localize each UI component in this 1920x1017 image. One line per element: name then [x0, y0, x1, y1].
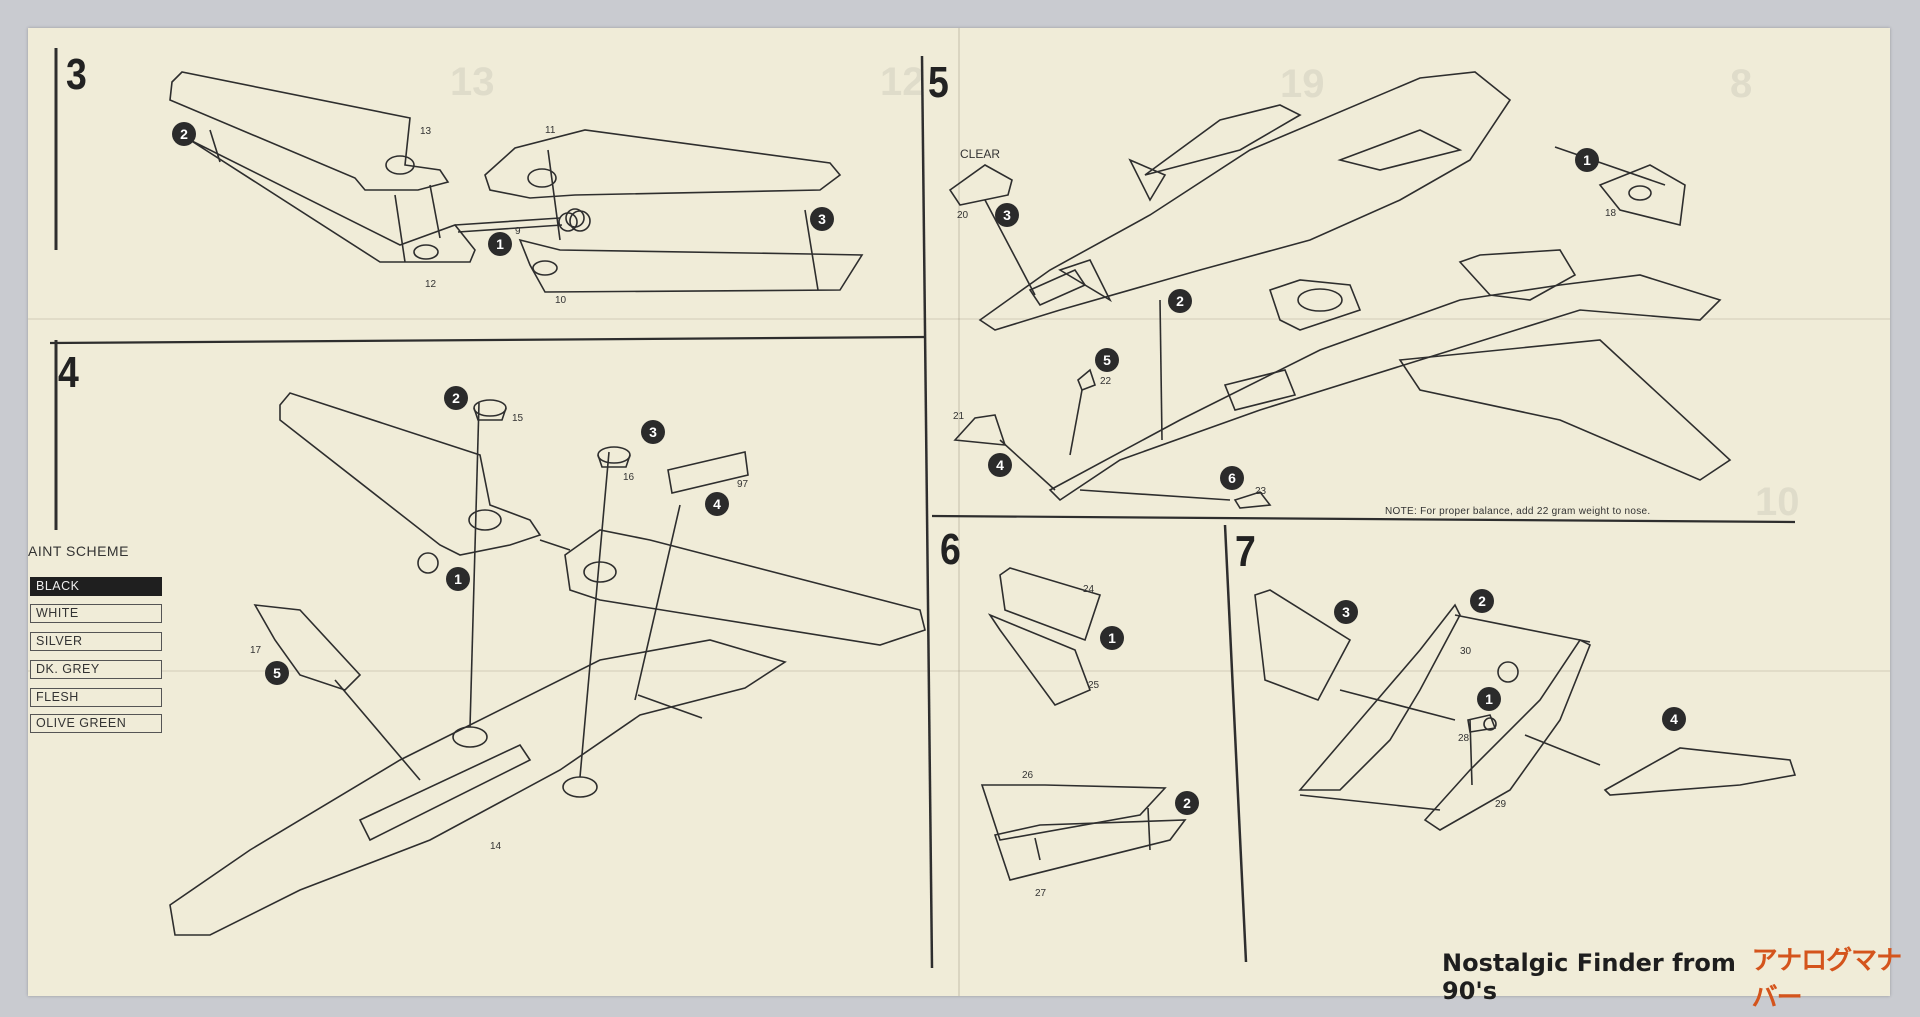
part-number: 14: [490, 841, 502, 852]
part-number: 25: [1088, 680, 1100, 691]
part-number: 13: [420, 126, 432, 137]
paint-color-dk-grey: DK. GREY: [30, 660, 162, 679]
step4-wings: [279, 392, 926, 646]
part-number: 18: [1605, 208, 1617, 219]
instruction-sheet: [28, 28, 1890, 996]
callout-bullet: 4: [705, 492, 729, 516]
clear-label: CLEAR: [960, 147, 1001, 161]
step7-parts: [1254, 589, 1797, 831]
part-number: 30: [1460, 646, 1472, 657]
fold-line: [28, 318, 1890, 320]
callout-bullet: 2: [172, 122, 196, 146]
fold-line: [28, 670, 1890, 672]
step3-wing-left: [169, 71, 476, 263]
part-number: 24: [1083, 584, 1095, 595]
paint-color-black: BLACK: [30, 577, 162, 596]
part-number: 97: [737, 479, 749, 490]
paint-color-silver: SILVER: [30, 632, 162, 651]
callout-bullet: 3: [810, 207, 834, 231]
paint-color-white: WHITE: [30, 604, 162, 623]
part-number: 20: [957, 210, 969, 221]
step6-parts: [980, 567, 1187, 881]
balance-note: NOTE: For proper balance, add 22 gram we…: [1385, 506, 1651, 517]
callout-bullet: 3: [995, 203, 1019, 227]
ghost-number: 13: [450, 60, 495, 104]
callout-bullet: 1: [1575, 148, 1599, 172]
step4-fuselage: [169, 399, 787, 936]
ghost-number: 8: [1730, 62, 1753, 106]
ghost-number: 12: [880, 60, 925, 104]
part-number: 21: [953, 411, 965, 422]
callout-bullet: 2: [1470, 589, 1494, 613]
ghost-number: 19: [1280, 62, 1325, 106]
paint-color-flesh: FLESH: [30, 688, 162, 707]
step-number: 6: [940, 525, 961, 574]
part-number: 11: [545, 125, 556, 136]
callout-bullet: 1: [1477, 687, 1501, 711]
step-number: 5: [928, 58, 949, 107]
part-number: 22: [1100, 376, 1112, 387]
part-number: 23: [1255, 486, 1267, 497]
part-number: 27: [1035, 888, 1047, 899]
watermark-text: Nostalgic Finder from 90's: [1442, 949, 1736, 1005]
callout-bullet: 6: [1220, 466, 1244, 490]
fold-line: [958, 28, 960, 996]
step-number: 3: [66, 50, 87, 99]
paint-scheme-title: AINT SCHEME: [28, 543, 129, 559]
part-number: 28: [1458, 733, 1470, 744]
part-number: 16: [623, 472, 635, 483]
callout-bullet: 2: [1168, 289, 1192, 313]
callout-bullet: 2: [444, 386, 468, 410]
part-number: 9: [515, 226, 521, 237]
paint-color-olive-green: OLIVE GREEN: [30, 714, 162, 733]
part-number: 17: [250, 645, 262, 656]
callout-bullet: 1: [446, 567, 470, 591]
part-number: 10: [555, 295, 567, 306]
part-number: 26: [1022, 770, 1034, 781]
callout-bullet: 4: [1662, 707, 1686, 731]
watermark-logo: アナログマナバー: [1751, 946, 1902, 1013]
step3-wing-right: [454, 129, 864, 293]
callout-bullet: 1: [488, 232, 512, 256]
callout-bullet: 5: [1095, 348, 1119, 372]
callout-bullet: 4: [988, 453, 1012, 477]
ghost-number: 10: [1755, 480, 1800, 524]
step5-upper-fuselage: [978, 71, 1512, 331]
callout-bullet: 3: [1334, 600, 1358, 624]
watermark: Nostalgic Finder from 90's アナログマナバー: [1442, 946, 1920, 1013]
part-number: 12: [425, 279, 437, 290]
step-number: 4: [58, 348, 79, 397]
part-number: 15: [512, 413, 524, 424]
callout-bullet: 5: [265, 661, 289, 685]
callout-bullet: 2: [1175, 791, 1199, 815]
callout-bullet: 1: [1100, 626, 1124, 650]
callout-bullet: 3: [641, 420, 665, 444]
step5-lower-fuselage: [948, 146, 1732, 509]
step-number: 7: [1235, 527, 1256, 576]
part-number: 29: [1495, 799, 1507, 810]
